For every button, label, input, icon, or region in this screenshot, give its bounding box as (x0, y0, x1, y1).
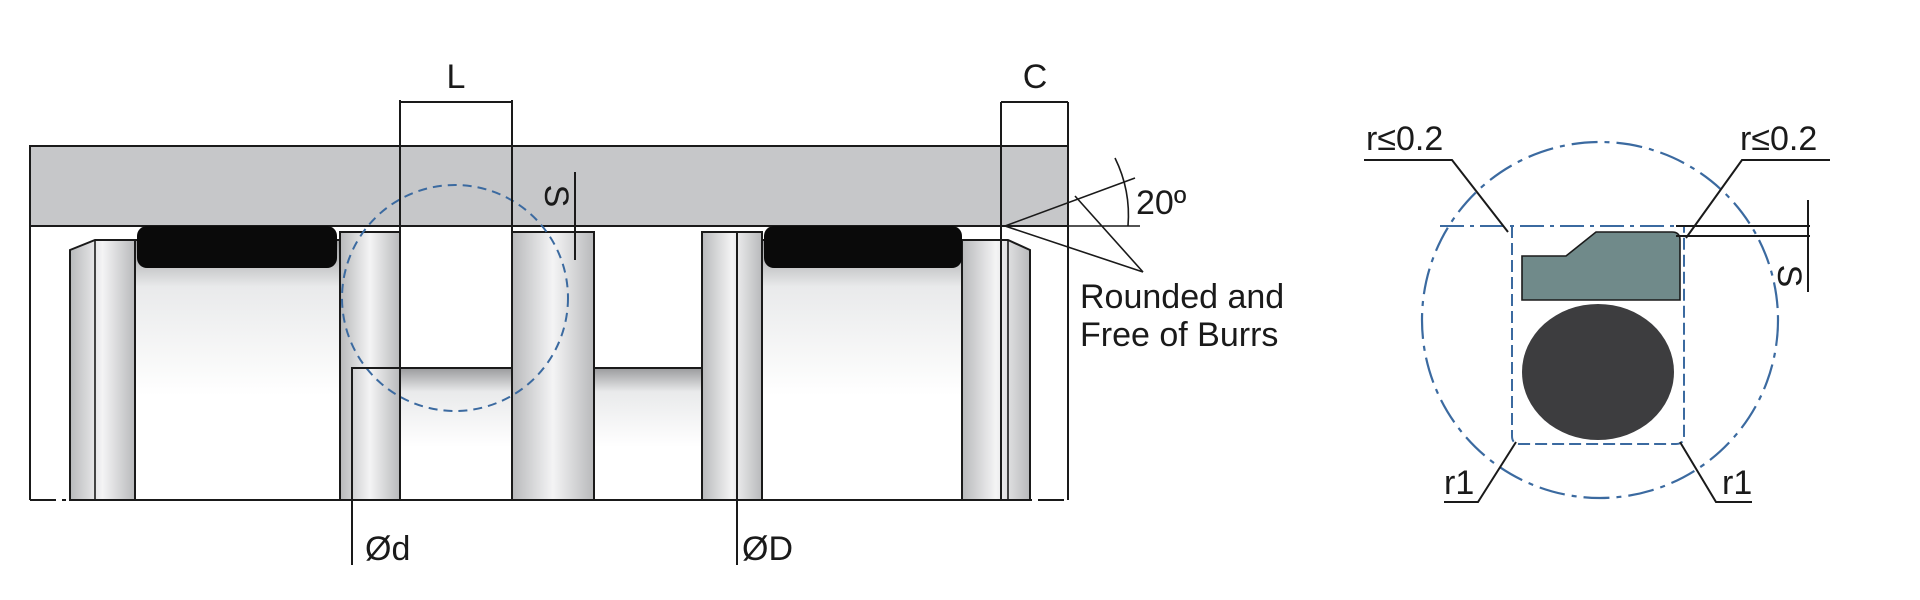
outer-diameter-label: ØD (742, 530, 793, 568)
dim-label-S: S (537, 185, 575, 208)
radius-label-top-left: r≤0.2 (1366, 120, 1443, 158)
chamfer-angle: 20º (1004, 157, 1186, 227)
detail-circle (1420, 140, 1780, 500)
bore-diameter-callout: Ød (351, 367, 410, 568)
dimension-C: C (1000, 58, 1069, 500)
dim-label-L: L (447, 58, 466, 96)
radius-callout-bottom-right: r1 (1679, 441, 1752, 503)
dim-label-C: C (1023, 58, 1048, 96)
rod-segment-left (69, 231, 401, 501)
radius-callout-bottom-left: r1 (1444, 441, 1517, 503)
detail-view: S r≤0.2 r≤0.2 r1 r1 (1364, 120, 1830, 503)
detail-gap-label: S (1770, 265, 1808, 288)
note-line-1: Rounded and (1080, 278, 1284, 316)
shaft-middle (399, 225, 703, 501)
detail-marker-circle (341, 184, 569, 412)
groove-outline (1511, 226, 1685, 445)
seal-left (137, 226, 337, 268)
radius-label-top-right: r≤0.2 (1740, 120, 1817, 158)
radius-label-bottom-left: r1 (1444, 464, 1474, 502)
angle-label: 20º (1136, 184, 1186, 222)
outer-diameter-callout: ØD (736, 232, 793, 568)
o-ring (1522, 304, 1674, 440)
assembly-view: L C S 20º Rounded and Free of Burrs (29, 58, 1284, 568)
bore-diameter-label: Ød (365, 530, 410, 568)
radius-callout-top-left: r≤0.2 (1364, 120, 1509, 233)
radius-callout-top-right: r≤0.2 (1685, 120, 1830, 239)
dimension-L: L (399, 58, 513, 500)
rod-segment-right (701, 231, 1031, 501)
radius-label-bottom-right: r1 (1722, 464, 1752, 502)
housing (29, 145, 1069, 227)
dimension-S: S (537, 172, 595, 260)
detail-dimension-S: S (1676, 200, 1810, 292)
seal-right (764, 226, 962, 268)
slipper-ring (1521, 231, 1681, 301)
note-line-2: Free of Burrs (1080, 316, 1278, 354)
edge-note: Rounded and Free of Burrs (1004, 195, 1284, 354)
